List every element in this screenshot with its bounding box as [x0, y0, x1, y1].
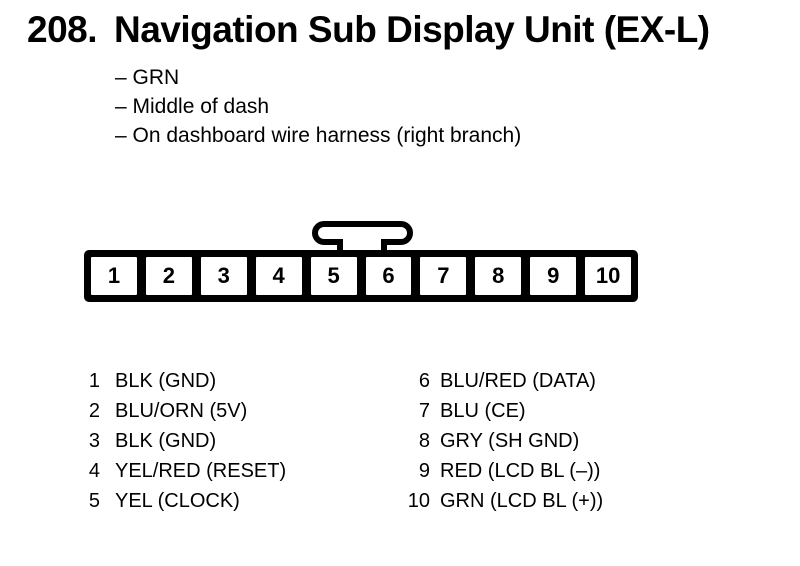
pin-wire-label: GRY (SH GND)	[440, 430, 580, 452]
pin-wire-label: BLK (GND)	[115, 370, 217, 392]
pin-wire-label: BLU/RED (DATA)	[440, 370, 596, 392]
page-title: Navigation Sub Display Unit (EX-L)	[114, 9, 710, 50]
pin-legend-row: 9 RED (LCD BL (–))	[396, 456, 603, 486]
connector-pin-2: 2	[145, 257, 192, 295]
connector-key-tab-stem	[337, 239, 387, 252]
pin-wire-label: RED (LCD BL (–))	[440, 460, 601, 482]
pin-wire-label: YEL (CLOCK)	[115, 490, 240, 512]
detail-line-harness: – On dashboard wire harness (right branc…	[115, 124, 522, 147]
pin-legend-left: 1 BLK (GND) 2 BLU/ORN (5V) 3 BLK (GND) 4…	[66, 366, 286, 516]
connector-diagram: 1 2 3 4 5 6 7 8 9 10	[84, 250, 638, 302]
connector-pin-6: 6	[365, 257, 412, 295]
connector-pin-3: 3	[200, 257, 247, 295]
pin-wire-label: BLU (CE)	[440, 400, 526, 422]
pin-number: 8	[418, 430, 430, 452]
section-number: 208.	[27, 9, 98, 50]
pin-number: 1	[88, 370, 100, 392]
pin-legend-row: 5 YEL (CLOCK)	[66, 486, 286, 516]
connector-pin-9: 9	[530, 257, 577, 295]
pin-legend-row: 1 BLK (GND)	[66, 366, 286, 396]
pin-legend-row: 2 BLU/ORN (5V)	[66, 396, 286, 426]
connector-pin-1: 1	[91, 257, 137, 295]
section-heading: 208. Navigation Sub Display Unit (EX-L)	[27, 8, 710, 52]
connector-pin-8: 8	[475, 257, 522, 295]
pin-number: 2	[88, 400, 100, 422]
detail-line-location: – Middle of dash	[115, 95, 270, 118]
pin-legend-row: 3 BLK (GND)	[66, 426, 286, 456]
pin-number: 6	[418, 370, 430, 392]
pin-number: 4	[88, 460, 100, 482]
connector-pin-7: 7	[420, 257, 467, 295]
connector-pin-10: 10	[585, 257, 632, 295]
pin-number: 9	[418, 460, 430, 482]
pin-wire-label: BLU/ORN (5V)	[115, 400, 248, 422]
pin-legend-row: 10 GRN (LCD BL (+))	[396, 486, 603, 516]
pin-number: 7	[418, 400, 430, 422]
detail-line-color: – GRN	[115, 66, 180, 89]
pin-number: 10	[407, 490, 430, 512]
pin-wire-label: YEL/RED (RESET)	[115, 460, 287, 482]
pin-number: 3	[88, 430, 100, 452]
pin-wire-label: GRN (LCD BL (+))	[440, 490, 604, 512]
pin-legend-row: 8 GRY (SH GND)	[396, 426, 603, 456]
connector-pin-4: 4	[255, 257, 302, 295]
pin-wire-label: BLK (GND)	[115, 430, 217, 452]
detail-lines: – GRN – Middle of dash – On dashboard wi…	[115, 63, 521, 150]
pin-legend-row: 7 BLU (CE)	[396, 396, 603, 426]
pin-legend-row: 4 YEL/RED (RESET)	[66, 456, 286, 486]
pin-legend-right: 6 BLU/RED (DATA) 7 BLU (CE) 8 GRY (SH GN…	[396, 366, 603, 516]
pin-legend-row: 6 BLU/RED (DATA)	[396, 366, 603, 396]
pin-number: 5	[88, 490, 100, 512]
connector-pin-5: 5	[310, 257, 357, 295]
